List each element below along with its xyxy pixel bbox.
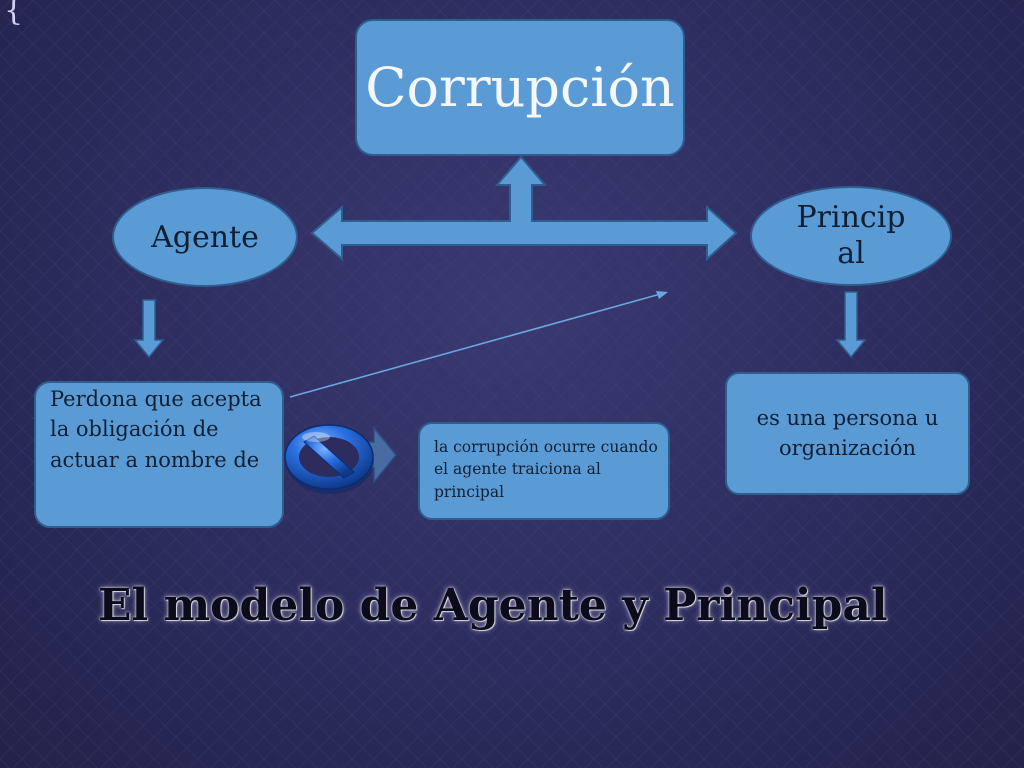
agent-definition-box: Perdona que acepta la obligación de actu… [34, 381, 284, 528]
no-entry-icon [284, 424, 374, 494]
corner-brace-decoration: { [4, 0, 24, 28]
agent-definition-text: Perdona que acepta la obligación de actu… [50, 387, 262, 472]
agente-node: Agente [112, 187, 298, 287]
betrayal-note-text: la corrupción ocurre cuando el agente tr… [434, 438, 658, 501]
agente-label: Agente [151, 219, 259, 255]
principal-definition-box: es una persona u organización [725, 372, 970, 495]
slide-title: El modelo de Agente y Principal [98, 580, 888, 631]
corrupcion-node: Corrupción [355, 19, 685, 156]
principal-label: Princip al [796, 200, 906, 271]
betrayal-note-box: la corrupción ocurre cuando el agente tr… [418, 422, 670, 520]
principal-definition-text: es una persona u organización [756, 406, 939, 460]
principal-node: Princip al [750, 186, 952, 286]
corrupcion-label: Corrupción [365, 56, 675, 119]
